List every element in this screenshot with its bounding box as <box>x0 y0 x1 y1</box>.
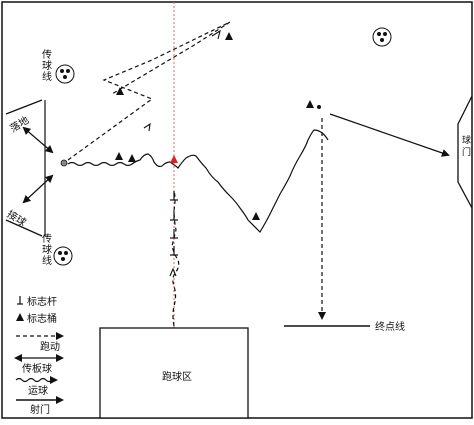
goal-label-1: 球 <box>462 134 471 146</box>
legend-cone-icon <box>16 313 24 321</box>
ball-cluster-bottom-left-icon <box>53 246 73 266</box>
run-path-bottom <box>171 189 180 327</box>
goal-frame <box>457 95 473 209</box>
goal-label-2: 门 <box>462 146 471 158</box>
svg-text:球: 球 <box>42 243 52 256</box>
run-path-bottom-arrow <box>169 267 177 277</box>
svg-text:传: 传 <box>42 233 52 245</box>
ball-cluster-top-right-icon <box>372 27 392 47</box>
start-ball-icon <box>60 159 68 167</box>
volley-line-bottom <box>5 219 43 237</box>
run-path-arrowhead-top <box>211 29 221 40</box>
legend-dribble-label: 运球 <box>28 384 48 397</box>
pass-arrow-upper <box>22 126 54 154</box>
cone-icon <box>115 152 123 160</box>
legend-pole-label: 标志杆 <box>27 295 57 308</box>
svg-text:球: 球 <box>42 59 52 72</box>
volley-label-bottom: 接球 <box>5 207 29 229</box>
run-area-label: 跑球区 <box>162 370 192 383</box>
legend-dribble-symbol <box>15 376 58 384</box>
svg-text:传: 传 <box>42 49 52 61</box>
run-path-arrowhead <box>143 122 151 132</box>
pass-line-label-top: 传 球 线 <box>42 49 52 83</box>
volley-line-top <box>5 99 43 115</box>
cone-icon <box>225 32 233 40</box>
shoot-arrow <box>329 113 450 157</box>
cone-icon-red <box>170 155 178 163</box>
pole-icon <box>170 191 178 201</box>
cone-icon <box>252 212 260 220</box>
legend-pole-icon <box>17 296 23 305</box>
svg-text:线: 线 <box>42 70 52 83</box>
pole-icon <box>170 211 178 221</box>
pass-line-label-bottom: 传 球 线 <box>42 233 52 267</box>
cone-icon <box>116 87 124 95</box>
pole-icon <box>170 229 178 239</box>
svg-text:线: 线 <box>42 254 52 267</box>
cone-icon <box>128 154 136 162</box>
pole-icon <box>170 246 178 256</box>
ball-cluster-top-left-icon <box>55 64 75 84</box>
legend-shoot-label: 射门 <box>30 403 50 416</box>
legend-run-label: 跑动 <box>40 340 60 353</box>
ball-icon <box>317 105 321 109</box>
run-area-box <box>99 327 249 419</box>
run-path-top <box>67 21 231 161</box>
dribble-path <box>67 129 329 233</box>
legend: 标志杆 标志桶 跑动 传板球 运球 射门 <box>14 295 64 416</box>
finish-line-label: 终点线 <box>375 320 405 333</box>
legend-cone-label: 标志桶 <box>27 312 57 325</box>
pass-arrow-lower <box>22 174 54 204</box>
cone-icon <box>306 100 314 108</box>
legend-pass-label: 传板球 <box>22 362 52 375</box>
